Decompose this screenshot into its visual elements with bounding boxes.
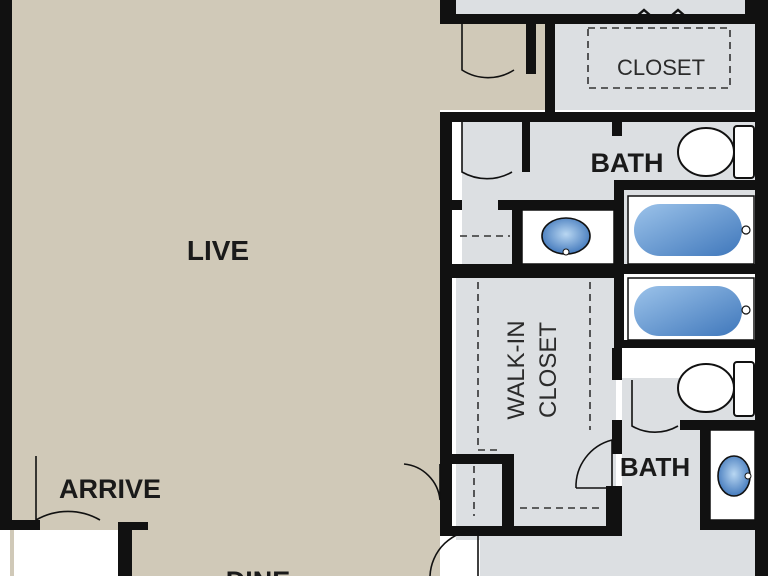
- door-walkin: [403, 463, 441, 501]
- door-bath-bottom: [575, 438, 613, 489]
- chevron-marks: [629, 8, 693, 23]
- room-label-bath-bottom: BATH: [620, 452, 690, 482]
- room-label-live: LIVE: [187, 235, 249, 266]
- bathtub-top: [627, 195, 755, 265]
- sink-bottom: [709, 429, 756, 521]
- room-label-closet: CLOSET: [617, 55, 705, 80]
- toilet-top: [677, 125, 755, 179]
- toilet-bottom: [677, 361, 755, 417]
- door-bath-lower: [631, 380, 679, 433]
- room-label-arrive: ARRIVE: [59, 474, 161, 504]
- walkin-label-line1: WALK-IN: [503, 320, 530, 419]
- bathtub-bottom: [627, 277, 755, 341]
- doors: [35, 22, 679, 576]
- room-label-bath-top: BATH: [591, 148, 664, 178]
- walkin-label-line2: CLOSET: [535, 322, 562, 418]
- door-entry: [35, 456, 101, 522]
- shelves: [460, 27, 731, 516]
- room-label-walkin-closet: WALK-IN CLOSET: [503, 320, 562, 419]
- living-floor: [10, 0, 548, 576]
- sink-top: [521, 209, 615, 265]
- door-closet-top: [461, 22, 515, 79]
- room-label-dine: DINE: [226, 566, 291, 576]
- door-bath-top: [461, 122, 513, 180]
- door-dine: [429, 529, 479, 576]
